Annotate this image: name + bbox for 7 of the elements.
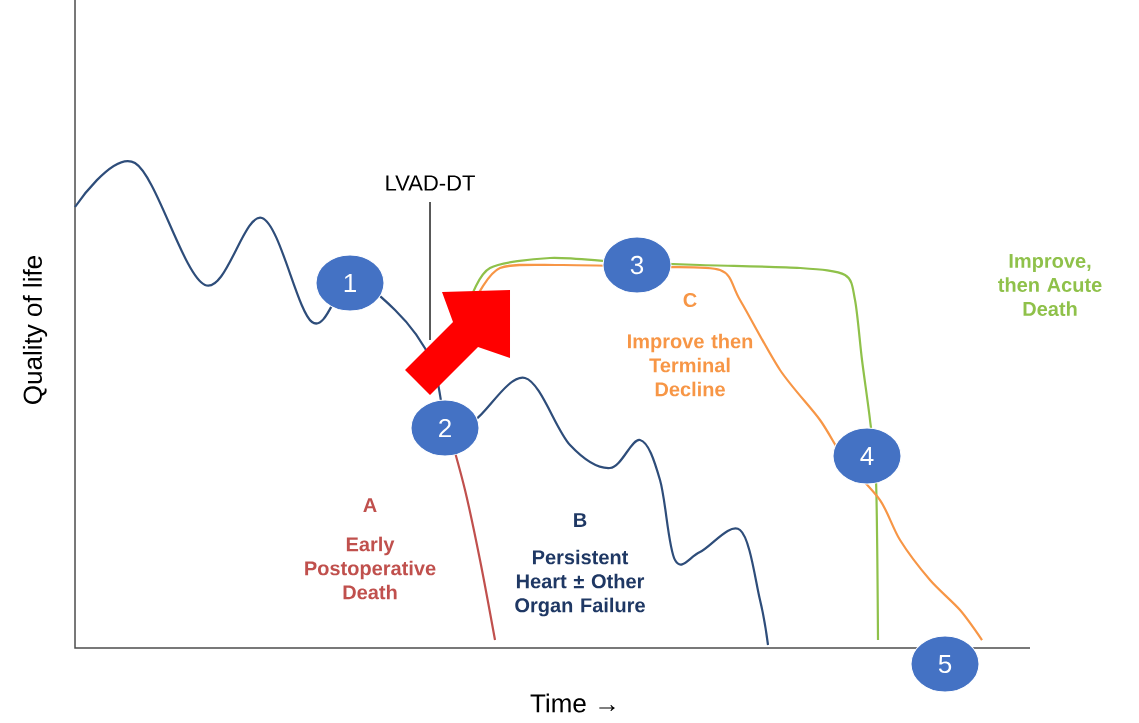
- curve-label: Persistent Heart ± Other Organ Failure: [515, 549, 645, 617]
- axis-label: Quality of life: [22, 256, 48, 404]
- curve-label: Improve, then Acute Death: [998, 254, 1102, 316]
- curve-letter: C: [683, 292, 697, 308]
- curve-letter: A: [363, 498, 377, 512]
- curve-letter: B: [574, 513, 587, 527]
- axis-label: Time →: [530, 693, 615, 713]
